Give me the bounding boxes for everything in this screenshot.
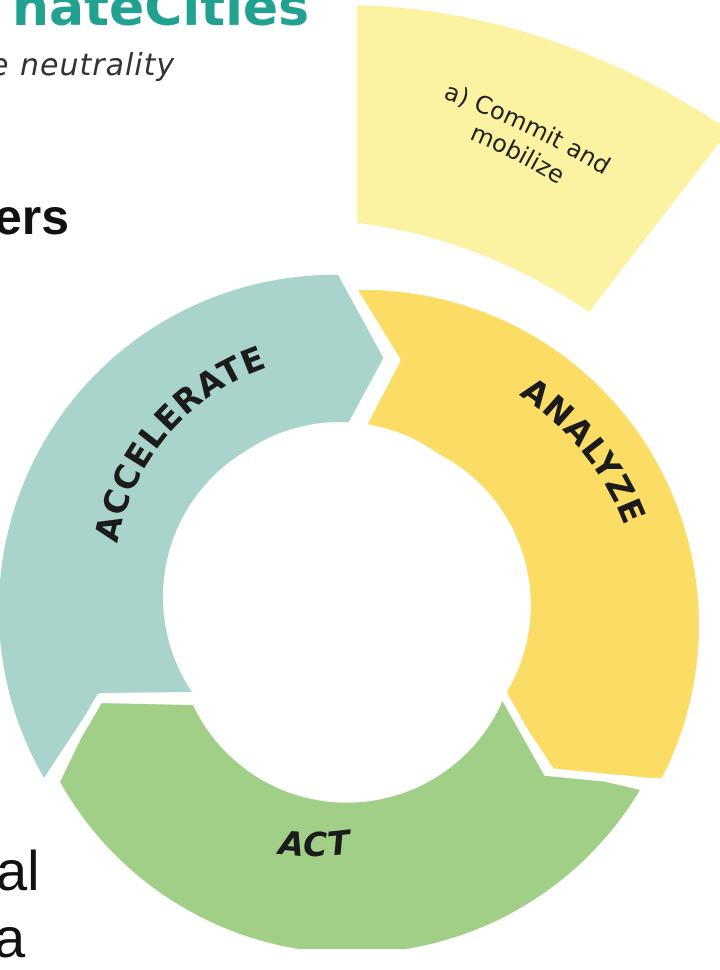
- segment-divider: [336, 268, 393, 434]
- commit-mobilize-wedge: [357, 5, 720, 312]
- body-text-fragment: al: [0, 839, 40, 902]
- cycle-diagram: ANALYZE ACT ACCELERATE a) Commit and mob…: [0, 5, 720, 949]
- cycle-center: [172, 422, 508, 758]
- heading-fragment: ers: [0, 189, 70, 245]
- accelerate-segment: [0, 274, 389, 778]
- act-label: ACT: [274, 822, 354, 864]
- act-segment: [60, 695, 640, 949]
- analyze-segment: [358, 289, 700, 780]
- logo-tagline: e neutrality: [0, 48, 176, 83]
- logo-title: nateCities: [12, 0, 310, 38]
- segment-divider: [48, 694, 196, 783]
- segment-divider: [498, 690, 651, 786]
